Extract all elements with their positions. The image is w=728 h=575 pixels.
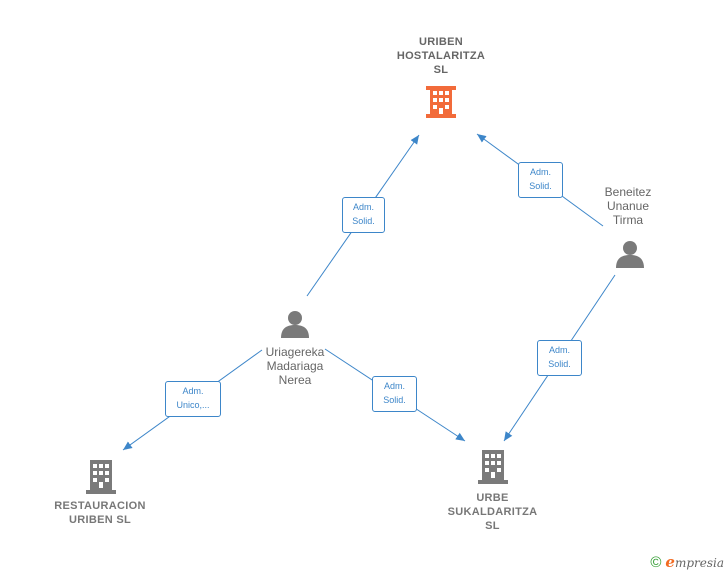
empresia-logo: empresia — [665, 553, 724, 571]
person-uriagereka-label[interactable]: Uriagereka Madariaga Nerea — [265, 345, 325, 387]
edge-label-uriagereka-to-restauracion: Adm. Unico,... — [165, 381, 221, 417]
person-beneitez-label[interactable]: Beneitez Unanue Tirma — [604, 185, 652, 227]
copyright-icon: © — [650, 553, 662, 571]
person-icon-uriagereka[interactable] — [281, 311, 309, 338]
edge-label-beneitez-to-urbe: Adm. Solid. — [537, 340, 582, 376]
edge-label-beneitez-to-main: Adm. Solid. — [518, 162, 563, 198]
main-company-label[interactable]: URIBEN HOSTALARITZA SL — [396, 36, 486, 76]
edge-label-uriagereka-to-main: Adm. Solid. — [342, 197, 385, 233]
company-urbe-label[interactable]: URBE SUKALDARITZA SL — [447, 492, 538, 532]
company-restauracion-label[interactable]: RESTAURACION URIBEN SL — [54, 500, 146, 526]
person-icon-beneitez[interactable] — [616, 241, 644, 268]
edge-label-uriagereka-to-urbe: Adm. Solid. — [372, 376, 417, 412]
footer-brand: © empresia — [650, 553, 724, 571]
